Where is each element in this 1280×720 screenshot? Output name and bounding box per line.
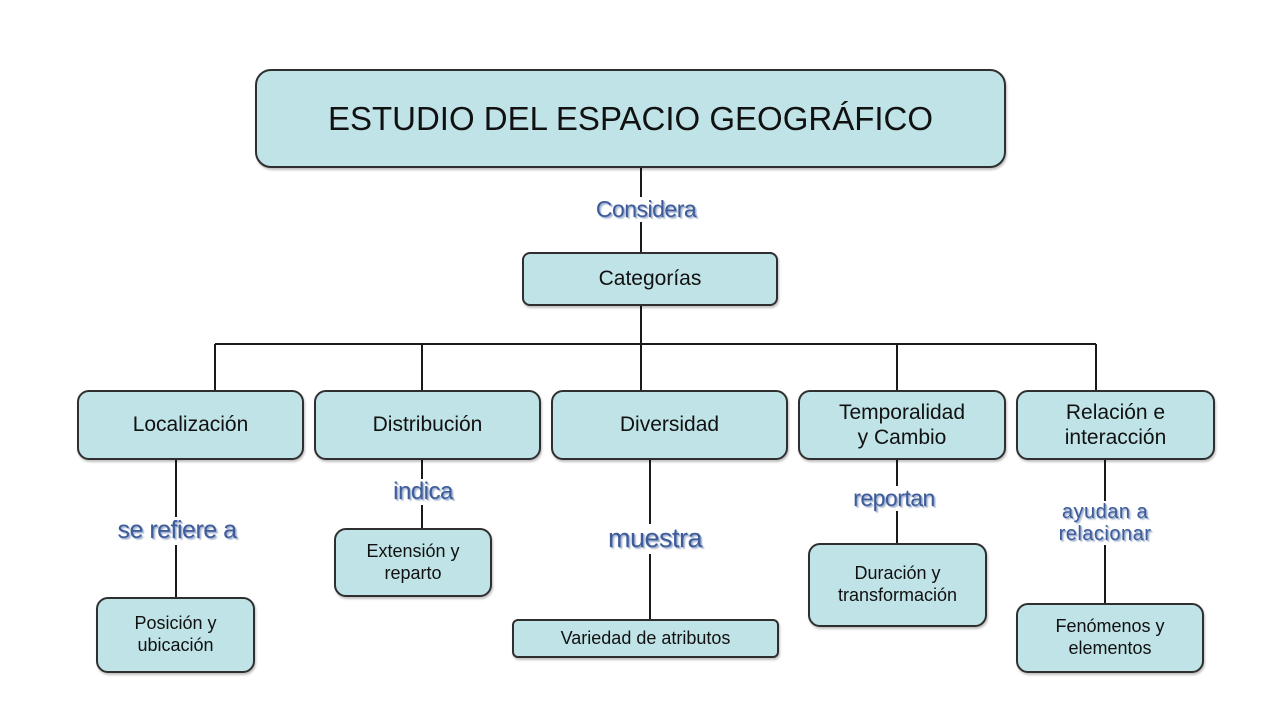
branch-label: Localización (132, 413, 249, 437)
branch-node-relacion: Relación e interacción (1016, 390, 1215, 460)
detail-label: Fenómenos y elementos (1055, 616, 1165, 658)
link-label-diversidad: muestra (603, 523, 707, 554)
detail-node-temporalidad: Duración y transformación (808, 543, 987, 627)
root-link-label: Considera (594, 196, 698, 223)
branch-label: Distribución (372, 413, 483, 437)
detail-node-relacion: Fenómenos y elementos (1016, 603, 1204, 673)
detail-label: Posición y ubicación (134, 613, 217, 655)
branch-node-distribucion: Distribución (314, 390, 541, 460)
link-label-distribucion: indica (387, 478, 459, 506)
branch-label: Relación e interacción (1064, 400, 1167, 449)
root-node-label: ESTUDIO DEL ESPACIO GEOGRÁFICO (327, 99, 934, 137)
branch-node-localizacion: Localización (77, 390, 304, 460)
link-label-localizacion: se refiere a (108, 516, 246, 545)
detail-node-localizacion: Posición y ubicación (96, 597, 255, 673)
detail-node-distribucion: Extensión y reparto (334, 528, 492, 597)
branch-node-diversidad: Diversidad (551, 390, 788, 460)
category-node-label: Categorías (598, 267, 702, 291)
branch-label: Diversidad (619, 413, 720, 437)
category-node: Categorías (522, 252, 778, 306)
detail-label: Extensión y reparto (366, 540, 460, 583)
link-label-relacion: ayudan a relacionar (1030, 501, 1180, 545)
link-label-temporalidad: reportan (842, 485, 946, 512)
root-node: ESTUDIO DEL ESPACIO GEOGRÁFICO (255, 69, 1006, 168)
detail-node-diversidad: Variedad de atributos (512, 619, 779, 658)
branch-label: Temporalidad y Cambio (838, 400, 966, 449)
detail-label: Variedad de atributos (560, 627, 731, 648)
detail-label: Duración y transformación (837, 563, 958, 605)
branch-node-temporalidad: Temporalidad y Cambio (798, 390, 1006, 460)
